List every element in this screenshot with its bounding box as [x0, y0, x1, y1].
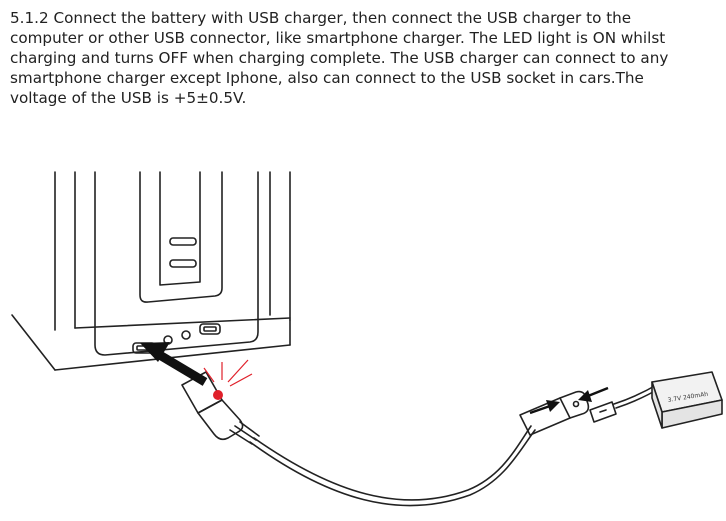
computer-tower — [11, 171, 291, 371]
usb-charging-illustration: 3.7V 240mAh — [11, 171, 723, 507]
instructions-line-5: voltage of the USB is +5±0.5V. — [10, 89, 247, 107]
connect-arrow-right — [529, 400, 560, 415]
insert-arrow — [140, 342, 208, 386]
rear-usb-port — [199, 323, 221, 335]
audio-jack — [181, 330, 191, 340]
usb-charger — [181, 371, 536, 507]
instructions-line-1: 5.1.2 Connect the battery with USB charg… — [10, 9, 632, 27]
instructions-line-3: charging and turns OFF when charging com… — [10, 49, 669, 67]
instructions-line-4: smartphone charger except Iphone, also c… — [10, 69, 644, 87]
instructions-paragraph: 5.1.2 Connect the battery with USB charg… — [10, 8, 722, 108]
led-light — [203, 359, 253, 400]
battery: 3.7V 240mAh — [651, 371, 723, 429]
connect-arrow-left — [578, 386, 609, 402]
instructions-line-2: computer or other USB connector, like sm… — [10, 29, 666, 47]
